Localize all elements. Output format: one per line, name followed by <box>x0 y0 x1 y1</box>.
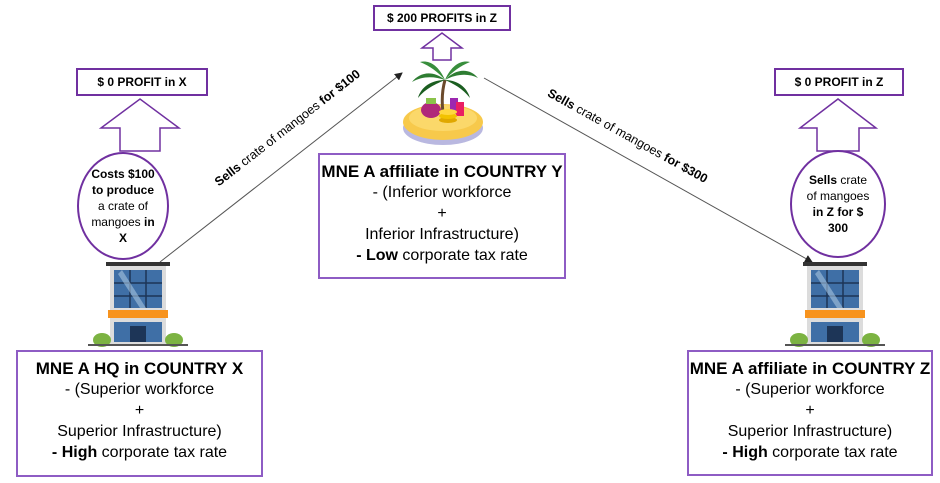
office-building-icon-x <box>88 262 188 347</box>
entity-x-tax-level: High <box>61 444 98 461</box>
bubble-z-line2: of mangoes <box>806 189 870 203</box>
profit-label-y: $ 200 PROFITS in Z <box>386 11 498 25</box>
entity-z-tax-level: High <box>732 444 768 461</box>
profit-label-x: $ 0 PROFIT in X <box>97 75 187 89</box>
entity-y-plus: + <box>437 205 447 222</box>
entity-z-tax-prefix: - <box>722 444 733 461</box>
flow-arrow-y-to-z <box>483 77 813 263</box>
profit-box-x: $ 0 PROFIT in X <box>76 68 208 96</box>
entity-y-title: MNE A affiliate in COUNTRY Y <box>321 162 563 181</box>
entity-z-plus: + <box>805 402 815 419</box>
entity-x-infrastructure: Superior Infrastructure) <box>57 423 222 440</box>
bubble-x-line1: Costs $100 <box>91 167 155 181</box>
bubble-x-line3: a crate of <box>97 199 149 213</box>
entity-y-infrastructure: Inferior Infrastructure) <box>365 226 519 243</box>
up-arrow-y <box>419 32 465 61</box>
entity-z-title: MNE A affiliate in COUNTRY Z <box>689 359 931 378</box>
entity-x-tax-prefix: - <box>51 444 62 461</box>
sales-bubble-z: Sells crate of mangoes in Z for $ 300 <box>790 150 886 258</box>
profit-box-z: $ 0 PROFIT in Z <box>774 68 904 96</box>
tropical-island-icon <box>403 61 483 145</box>
bubble-x-line4-text: mangoes <box>91 215 145 229</box>
entity-box-y: MNE A affiliate in COUNTRY Y - (Inferior… <box>318 153 566 279</box>
bubble-z-line1: Sells crate <box>809 172 867 188</box>
profit-box-y: $ 200 PROFITS in Z <box>373 5 511 31</box>
entity-box-x: MNE A HQ in COUNTRY X - (Superior workfo… <box>16 350 263 477</box>
entity-z-infrastructure: Superior Infrastructure) <box>727 423 893 440</box>
entity-y-workforce: - (Inferior workforce <box>372 184 512 201</box>
flow-arrow-x-to-y <box>159 72 403 263</box>
cost-bubble-x: Costs $100 to produce a crate of mangoes… <box>77 152 169 260</box>
entity-y-tax-prefix: - <box>356 247 366 264</box>
entity-x-tax: - High corporate tax rate <box>18 442 261 463</box>
bubble-x-line5: X <box>118 231 127 245</box>
entity-y-tax-level: Low <box>365 247 398 264</box>
entity-z-workforce: - (Superior workforce <box>735 381 885 398</box>
bubble-x-line4: mangoes in <box>91 214 154 230</box>
entity-z-tax-rest: corporate tax rate <box>767 444 898 461</box>
bubble-z-line3: in Z for $ <box>812 205 864 219</box>
bubble-z-line1-text: crate <box>837 173 868 187</box>
entity-x-workforce: - (Superior workforce <box>64 381 215 398</box>
up-arrow-x <box>98 98 182 152</box>
bubble-x-line2: to produce <box>92 183 154 197</box>
bubble-z-line1-bold: Sells <box>808 173 837 187</box>
entity-x-plus: + <box>134 402 145 419</box>
entity-z-tax: - High corporate tax rate <box>689 442 931 463</box>
up-arrow-z <box>797 98 879 152</box>
entity-x-title: MNE A HQ in COUNTRY X <box>35 359 244 378</box>
profit-label-z: $ 0 PROFIT in Z <box>794 75 884 89</box>
bubble-z-line4: 300 <box>827 221 849 235</box>
entity-box-z: MNE A affiliate in COUNTRY Z - (Superior… <box>687 350 933 476</box>
entity-y-tax-rest: corporate tax rate <box>397 247 528 264</box>
entity-x-tax-rest: corporate tax rate <box>97 444 228 461</box>
entity-y-tax: - Low corporate tax rate <box>320 245 564 266</box>
office-building-icon-z <box>785 262 885 347</box>
bubble-x-line4-bold: in <box>144 215 155 229</box>
